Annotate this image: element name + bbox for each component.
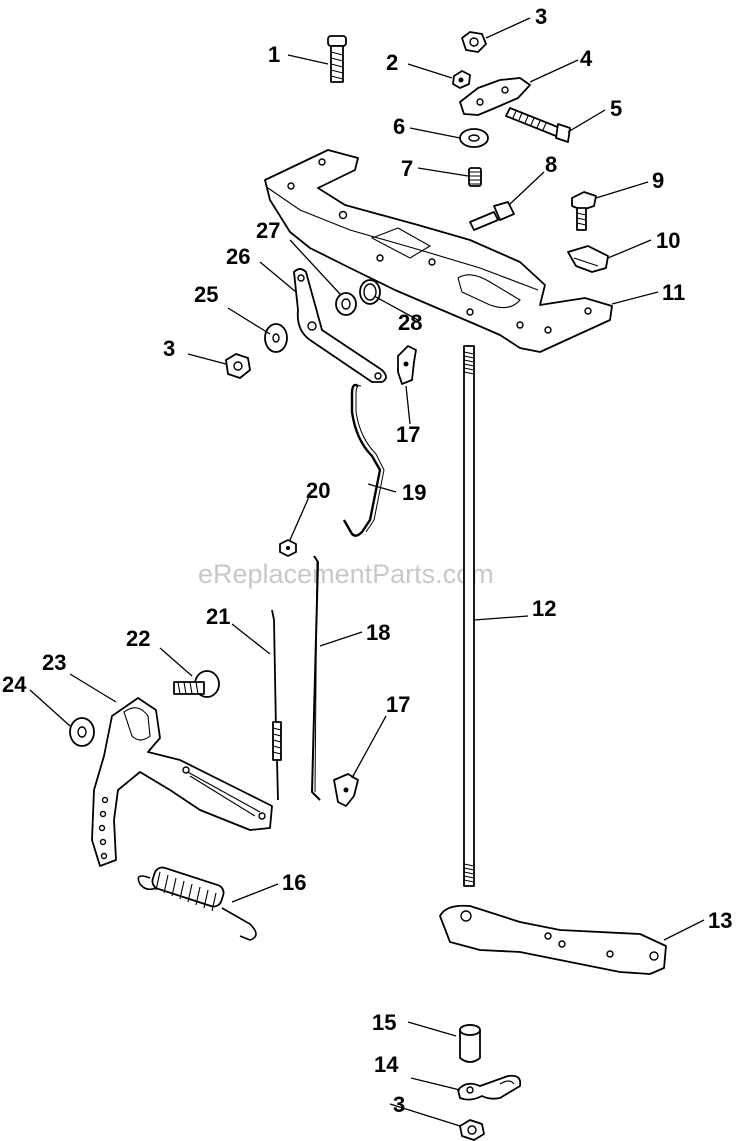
callout-6: 6 [393, 114, 405, 139]
choke-wire-part [271, 609, 282, 801]
callout-1: 1 [268, 42, 280, 67]
callout-22: 22 [126, 626, 150, 651]
callout-26: 26 [226, 244, 250, 269]
callout-8: 8 [545, 152, 557, 177]
spacer-part [459, 1024, 481, 1063]
screw-part [327, 35, 347, 83]
locknut-part [69, 717, 95, 747]
shoulder-bolt-part [469, 201, 515, 231]
callout-10: 10 [656, 228, 680, 253]
callout-4: 4 [580, 46, 593, 71]
callout-3-left: 3 [163, 336, 175, 361]
callout-17-upper: 17 [396, 422, 420, 447]
control-lever-part [91, 697, 273, 867]
swivel-upper-part [397, 345, 417, 385]
shoulder-screw-part [173, 670, 220, 698]
cable-clip-part [567, 245, 609, 273]
callout-7: 7 [401, 156, 413, 181]
hex-bolt-part [571, 191, 597, 231]
callout-15: 15 [372, 1010, 396, 1035]
callout-11: 11 [662, 280, 685, 305]
retainer-clip-part [457, 1074, 522, 1101]
flat-washer-part [264, 323, 288, 353]
o-ring-part [359, 279, 381, 305]
bottom-nut-part [459, 1119, 485, 1141]
watermark-text: eReplacementParts.com [198, 559, 494, 589]
callout-14: 14 [374, 1052, 399, 1077]
callout-9: 9 [652, 168, 664, 193]
spring-part [468, 167, 482, 187]
callout-3-bottom: 3 [393, 1092, 405, 1117]
stop-bracket-part [459, 77, 531, 116]
callout-21: 21 [206, 604, 230, 629]
callout-3: 3 [535, 4, 547, 29]
callout-labels: 1 2 3 4 5 6 7 8 9 10 11 12 13 14 15 16 1… [2, 4, 732, 1117]
governor-lever-part [293, 268, 387, 383]
callout-13: 13 [708, 908, 732, 933]
callout-17-lower: 17 [386, 692, 410, 717]
callout-18: 18 [366, 620, 390, 645]
left-nut-part [225, 353, 251, 379]
callout-19: 19 [402, 480, 426, 505]
control-bracket-part [264, 149, 613, 353]
shaft-part [463, 345, 475, 887]
bushing-part [335, 292, 357, 316]
callout-16: 16 [282, 870, 306, 895]
bolt-part [505, 107, 571, 143]
callout-25: 25 [194, 282, 218, 307]
base-plate-part [439, 904, 667, 975]
callout-2: 2 [386, 50, 398, 75]
callout-20: 20 [306, 478, 330, 503]
small-hex-nut-part [279, 539, 297, 557]
washer-part [459, 128, 489, 148]
nut-part [461, 31, 487, 53]
callout-28: 28 [398, 310, 422, 335]
callout-24: 24 [2, 672, 27, 697]
callout-27: 27 [256, 218, 280, 243]
callout-5: 5 [610, 96, 622, 121]
small-nut-part [452, 70, 471, 89]
callout-12: 12 [532, 596, 556, 621]
link-rod-part [310, 555, 321, 801]
callout-23: 23 [42, 650, 66, 675]
extension-spring-part [137, 866, 257, 941]
leader-lines [29, 17, 705, 1127]
throttle-rod-part [342, 383, 385, 537]
swivel-lower-part [333, 773, 359, 807]
